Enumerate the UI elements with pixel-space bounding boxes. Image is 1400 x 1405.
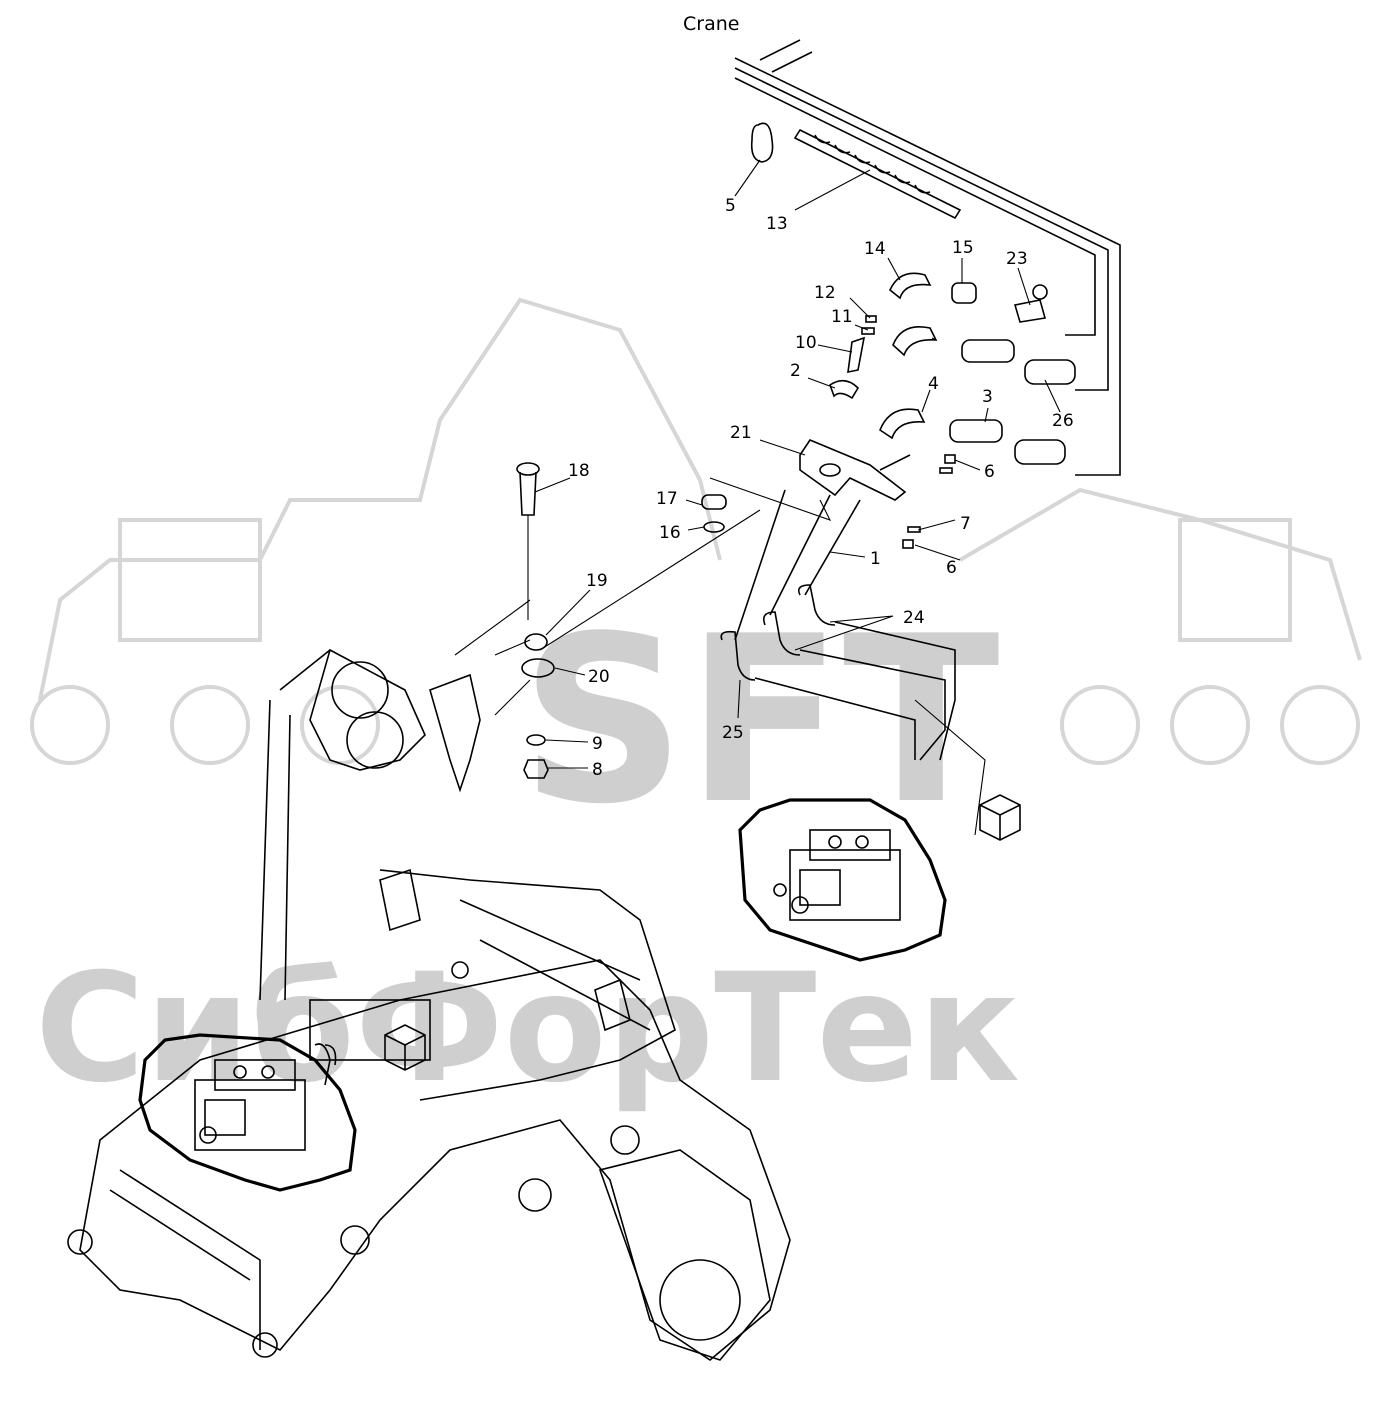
control-valve-block-right bbox=[738, 798, 947, 962]
washer-part bbox=[521, 658, 555, 678]
callout-26: 26 bbox=[1052, 411, 1074, 431]
watermark-text: СибФорТек bbox=[35, 942, 1020, 1116]
callout-14: 14 bbox=[864, 239, 886, 259]
frame-sensor-box bbox=[384, 1024, 426, 1071]
callouts: Crane 1 2 3 4 5 6 6 7 8 9 10 11 12 13 14… bbox=[568, 13, 1074, 780]
callout-20: 20 bbox=[588, 667, 610, 687]
hose-lines bbox=[720, 454, 986, 836]
callout-9: 9 bbox=[592, 734, 603, 754]
callout-25: 25 bbox=[722, 723, 744, 743]
callout-2: 2 bbox=[790, 361, 801, 381]
callout-21: 21 bbox=[730, 423, 752, 443]
hose-clip-part bbox=[750, 122, 774, 163]
control-valve-block-left bbox=[138, 1033, 357, 1192]
watermark: SFT СибФорТек bbox=[30, 297, 1362, 1116]
callout-7: 7 bbox=[960, 514, 971, 534]
callout-23: 23 bbox=[1006, 249, 1028, 269]
callout-5: 5 bbox=[725, 196, 736, 216]
callout-13: 13 bbox=[766, 214, 788, 234]
watermark-logo: SFT bbox=[520, 588, 1000, 855]
cable-guide-strip-part bbox=[793, 128, 962, 220]
lock-nut-part bbox=[523, 759, 549, 779]
callout-12: 12 bbox=[814, 283, 836, 303]
leader-lines bbox=[454, 159, 1061, 769]
callout-8: 8 bbox=[592, 760, 603, 780]
callout-18: 18 bbox=[568, 461, 590, 481]
callout-15: 15 bbox=[952, 238, 974, 258]
callout-4: 4 bbox=[928, 374, 939, 394]
watermark-machine-outline bbox=[30, 297, 1362, 765]
sensor-box-part bbox=[979, 794, 1021, 841]
mounting-bracket-part bbox=[799, 439, 907, 501]
pivot-pin-part bbox=[516, 462, 540, 620]
callout-11: 11 bbox=[831, 307, 853, 327]
crane-hose-lines bbox=[734, 39, 1121, 476]
ring-part bbox=[526, 734, 546, 746]
callout-6-upper: 6 bbox=[984, 462, 995, 482]
callout-16: 16 bbox=[659, 523, 681, 543]
callout-17: 17 bbox=[656, 489, 678, 509]
callout-19: 19 bbox=[586, 571, 608, 591]
diagram-title: Crane bbox=[683, 13, 739, 35]
bushing-part bbox=[701, 494, 727, 510]
callout-1: 1 bbox=[870, 549, 881, 569]
callout-6-lower: 6 bbox=[946, 558, 957, 578]
hydraulic-fittings bbox=[829, 272, 1076, 549]
callout-10: 10 bbox=[795, 333, 817, 353]
machine-frame bbox=[67, 648, 791, 1361]
callout-24: 24 bbox=[903, 608, 925, 628]
callout-3: 3 bbox=[982, 387, 993, 407]
